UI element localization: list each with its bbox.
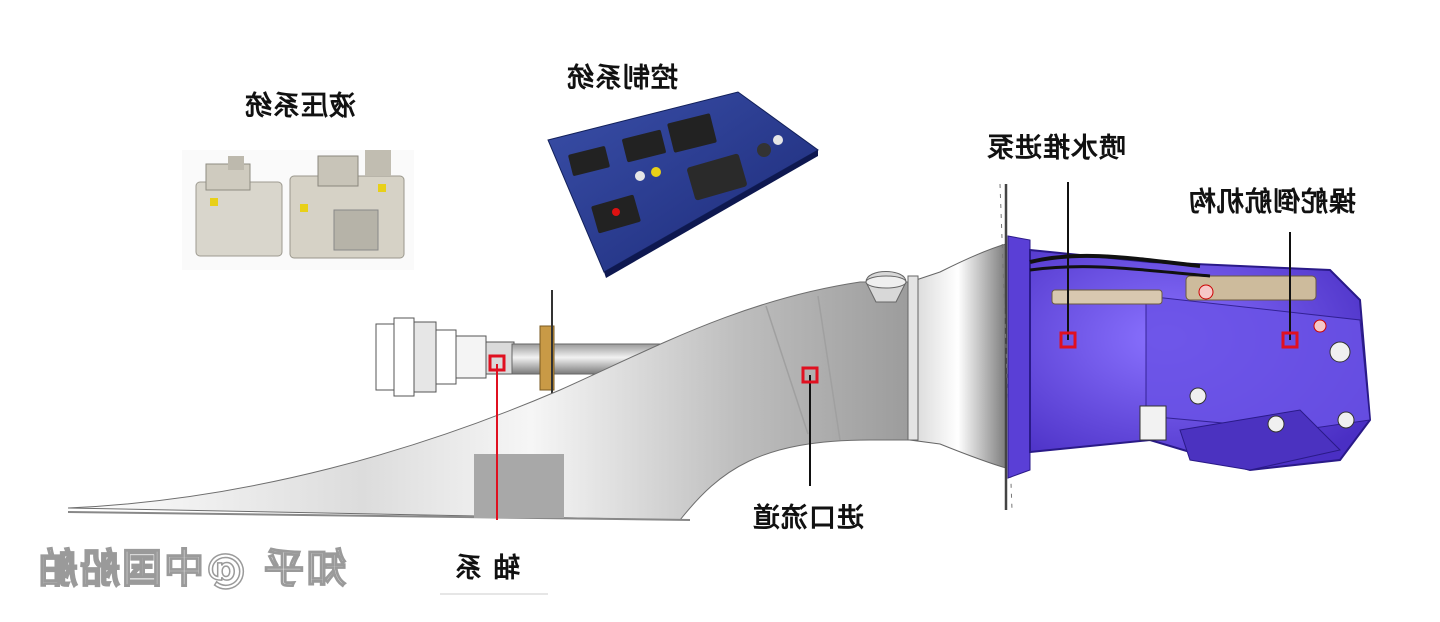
hydraulic-unit-image — [182, 150, 414, 270]
label-inlet-duct: 进口流道 — [752, 503, 864, 534]
control-panel-image — [547, 91, 819, 278]
label-waterjet-pump: 喷水推进泵 — [986, 133, 1126, 164]
watermark: 知乎 @中国船舶 — [35, 545, 346, 593]
shaft-marker — [488, 354, 506, 372]
label-hydraulic-system: 液压系统 — [244, 91, 356, 122]
waterjet-pump-marker — [1059, 331, 1077, 349]
waterjet-unit — [1007, 235, 1372, 479]
label-control-system: 控制系统 — [566, 63, 678, 94]
pump-casing — [909, 243, 1007, 469]
inlet-duct-marker — [801, 366, 819, 384]
label-steering-reversing: 操舵倒航机构 — [1188, 187, 1356, 218]
shaft-support-block — [474, 454, 564, 518]
label-shaft-system: 轴 系 — [454, 553, 521, 584]
inlet-duct-body — [67, 281, 911, 521]
leader-lines — [496, 182, 1291, 520]
shaft-seal-flange — [539, 325, 555, 391]
steering-marker — [1281, 331, 1299, 349]
markers — [488, 331, 1299, 384]
